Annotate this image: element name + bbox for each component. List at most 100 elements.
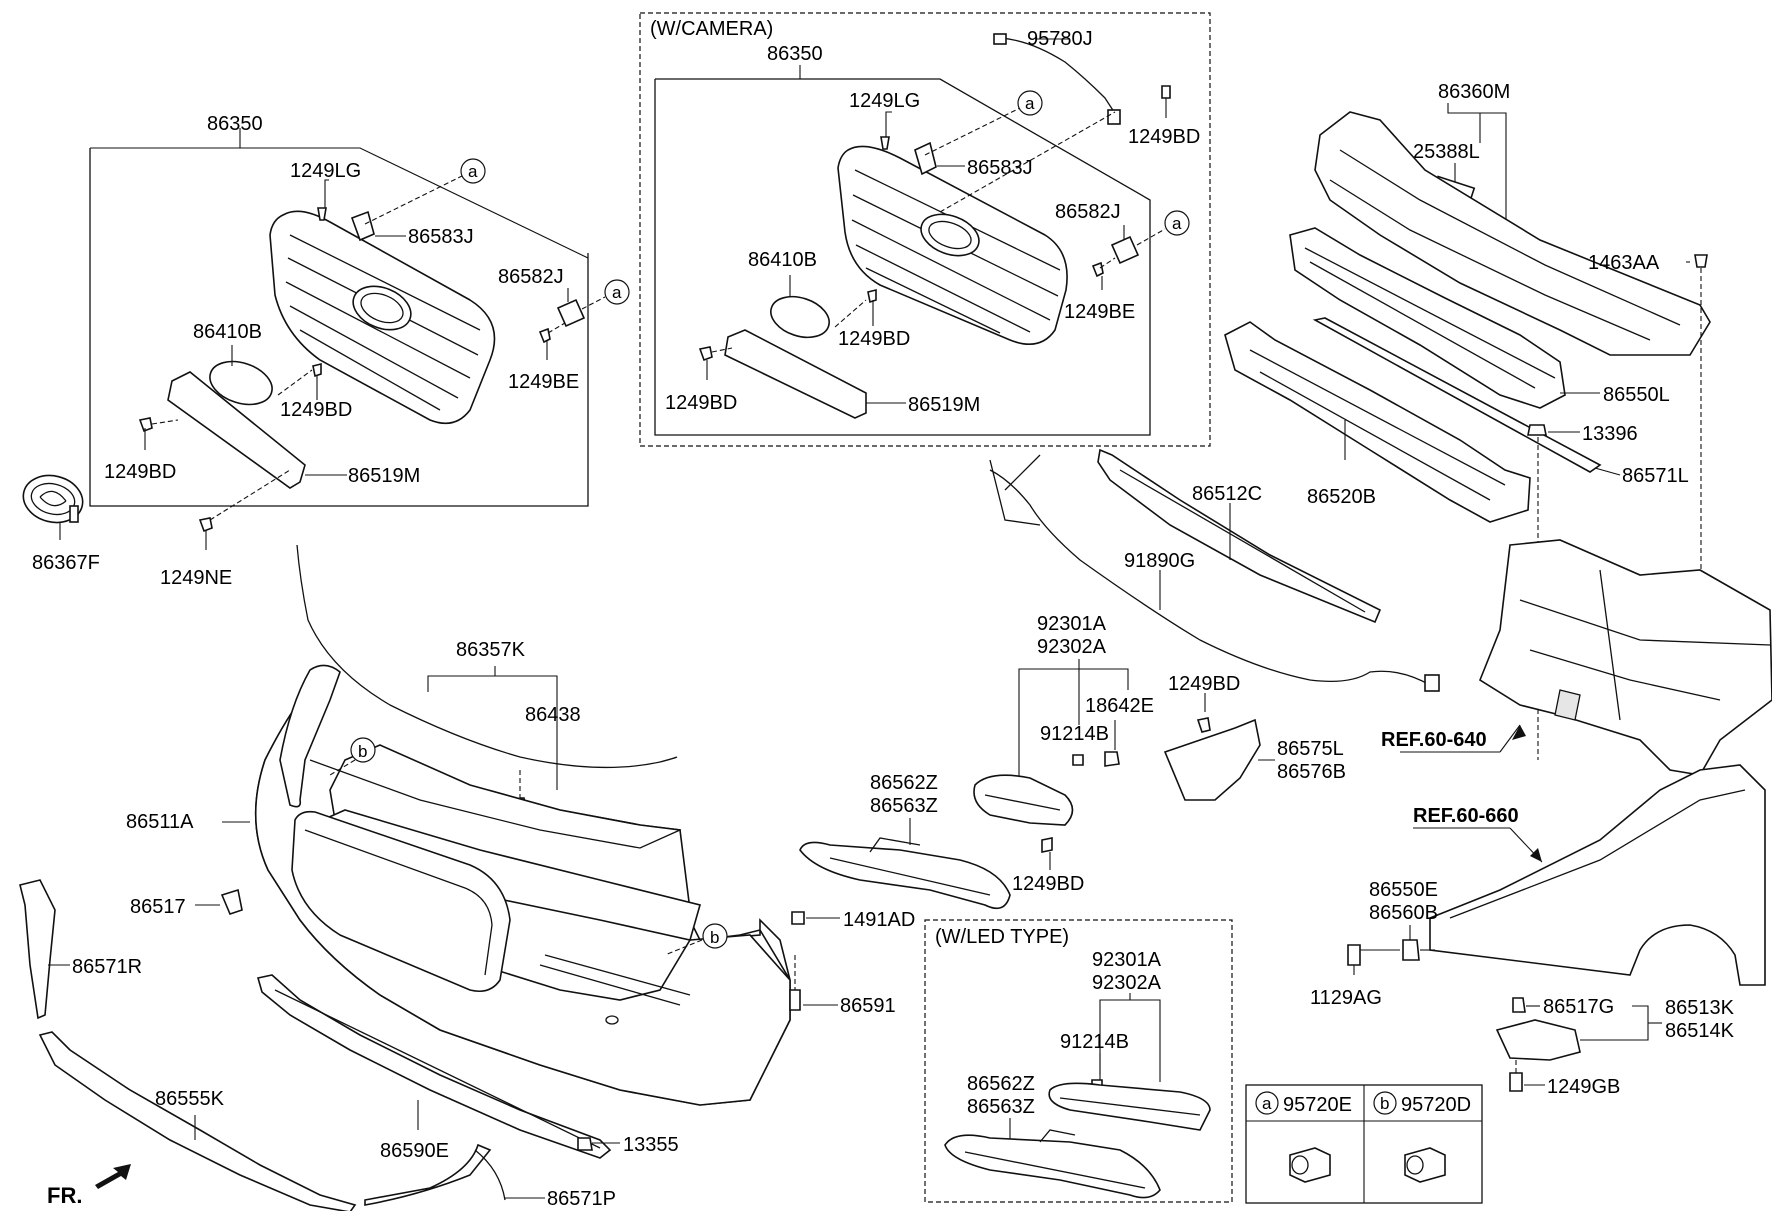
parking-sensor-b-icon — [1404, 1147, 1446, 1183]
bracket-86513k — [1495, 1019, 1581, 1061]
screw-1249lg — [317, 207, 327, 221]
callout-1129ag: 1129AG — [1310, 987, 1382, 1009]
svg-text:a: a — [468, 162, 478, 181]
cover-86410b — [770, 295, 830, 339]
callout-86410b: 86410B — [193, 321, 262, 343]
bumper-beam-86520b — [1224, 321, 1531, 523]
bumper-upper-edge — [279, 664, 341, 808]
grille-lower-86512c — [1097, 448, 1382, 624]
marker-a — [460, 158, 486, 184]
callout-1249ne: 1249NE — [160, 567, 232, 589]
front-end-module — [1479, 539, 1772, 776]
marker-b — [350, 737, 376, 763]
led-fog-bezel — [944, 1134, 1161, 1199]
callout-13396: 13396 — [1582, 423, 1638, 445]
fender-group: REF.60-660 86550E 86560B 1129AG 86517G 8… — [1310, 764, 1766, 1098]
bolt-1249gb — [1509, 1072, 1523, 1092]
callout-1463aa: 1463AA — [1588, 252, 1660, 274]
clip-13355 — [577, 1137, 593, 1151]
fog-lamp-harness-group: 86512C 91890G 92301A 92302A 18642E 91214… — [799, 448, 1440, 910]
callout-86350: 86350 — [207, 113, 263, 135]
marker-a — [1017, 90, 1043, 116]
screw-1249bd-mid — [1196, 717, 1211, 733]
callout-86590e: 86590E — [380, 1140, 449, 1162]
socket-91214b — [1072, 754, 1084, 766]
marker-a — [1164, 210, 1190, 236]
sensor-legend-table: a 95720E b 95720D — [1245, 1084, 1483, 1204]
callout-1249bd: 1249BD — [838, 328, 910, 350]
clip-86583j — [350, 210, 375, 242]
callout-86571l: 86571L — [1622, 465, 1689, 487]
callout-86517g: 86517G — [1543, 996, 1614, 1018]
callout-1249bd: 1249BD — [1128, 126, 1200, 148]
clip-86583j — [914, 141, 937, 176]
screw-1249be — [1091, 261, 1104, 278]
callout-1249be: 1249BE — [508, 371, 579, 393]
fog-lamp-92301a — [973, 774, 1074, 826]
front-arrow-icon — [95, 1164, 131, 1189]
callout-1249bd: 1249BD — [665, 392, 737, 414]
callout-86520b: 86520B — [1307, 486, 1376, 508]
screw-1249lg — [880, 136, 890, 150]
callout-86550e: 86550E — [1369, 879, 1438, 901]
energy-absorber-86550l — [1289, 227, 1566, 409]
grille-assembly-standard: 86350 1249LG a 86583J 86582J a 1249BE 86… — [22, 113, 630, 589]
legend-part-b: 95720D — [1401, 1094, 1471, 1116]
callout-86350: 86350 — [767, 43, 823, 65]
callout-86513k: 86513K — [1665, 997, 1735, 1019]
fender — [1429, 764, 1766, 986]
legend-part-a: 95720E — [1283, 1094, 1352, 1116]
screw-86591 — [789, 989, 801, 1011]
callout-86517: 86517 — [130, 896, 186, 918]
callout-86357k: 86357K — [456, 639, 526, 661]
screw-1249ne — [198, 517, 213, 533]
bracket-86575l — [1163, 718, 1261, 801]
ref-60-640: REF.60-640 — [1381, 729, 1487, 751]
callout-86562z: 86562Z — [870, 772, 938, 794]
callout-86583j: 86583J — [408, 226, 474, 248]
screw-1249bd-right — [312, 362, 322, 378]
screw-13396 — [1527, 424, 1547, 436]
lip-86555k — [38, 1031, 357, 1211]
callout-86438: 86438 — [525, 704, 581, 726]
clip-86517 — [220, 888, 243, 915]
clip-86550e — [1402, 939, 1420, 961]
callout-1249lg: 1249LG — [290, 160, 361, 182]
callout-86563z: 86563Z — [967, 1096, 1035, 1118]
callout-86575l: 86575L — [1277, 738, 1344, 760]
callout-86360m: 86360M — [1438, 81, 1510, 103]
callout-1491ad: 1491AD — [843, 909, 915, 931]
callout-86512c: 86512C — [1192, 483, 1262, 505]
callout-86519m: 86519M — [348, 465, 420, 487]
callout-86582j: 86582J — [498, 266, 564, 288]
clip-86517g — [1512, 997, 1526, 1013]
callout-1249gb: 1249GB — [1547, 1076, 1620, 1098]
bracket-86519m — [724, 329, 867, 419]
bulb-18642e — [1104, 751, 1120, 767]
callout-92302a: 92302A — [1037, 636, 1107, 658]
legend-marker-a — [1255, 1091, 1279, 1115]
screw-1249bd-top — [1161, 85, 1171, 99]
callout-86582j: 86582J — [1055, 201, 1121, 223]
callout-86571p: 86571P — [547, 1188, 616, 1210]
grille-assembly-camera: (W/CAMERA) 86350 95780J 1249BD a 1249LG … — [639, 12, 1211, 447]
section-camera-title: (W/CAMERA) — [650, 18, 773, 40]
svg-text:b: b — [358, 742, 367, 761]
bumper-grille-opening — [291, 810, 511, 993]
bracket-86519m — [167, 371, 306, 489]
callout-86511a: 86511A — [126, 811, 194, 833]
screw-1249bd-left — [138, 417, 153, 433]
grille-emblem — [352, 285, 412, 331]
cover-86410b — [209, 360, 273, 406]
callout-86560b: 86560B — [1369, 902, 1438, 924]
section-led-title: (W/LED TYPE) — [935, 926, 1069, 948]
front-indicator: FR. — [47, 1183, 82, 1208]
screw-1249bd-left — [698, 346, 713, 362]
callout-86550l: 86550L — [1603, 384, 1670, 406]
svg-text:a: a — [612, 283, 622, 302]
callout-13355: 13355 — [623, 1134, 679, 1156]
callout-86563z: 86563Z — [870, 795, 938, 817]
led-fog-lamp-group: (W/LED TYPE) 92301A 92302A 91214B 86562Z… — [924, 919, 1233, 1203]
svg-text:b: b — [710, 928, 719, 947]
